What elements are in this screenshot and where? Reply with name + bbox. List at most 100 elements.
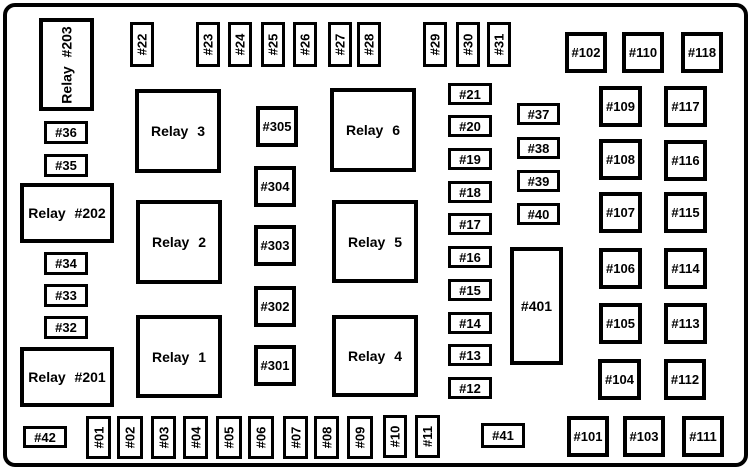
fuse-105-label: #105 (606, 316, 635, 331)
fuse-116-label: #116 (671, 153, 700, 168)
fuse-116: #116 (664, 140, 707, 181)
fuse-40-label: #40 (527, 206, 550, 222)
fuse-36-label: #36 (55, 125, 77, 140)
fuse-301: #301 (254, 345, 296, 386)
fuse-31: #31 (487, 22, 511, 67)
fuse-04-label: #04 (188, 426, 204, 449)
fuse-15: #15 (448, 279, 492, 301)
fuse-103: #103 (623, 416, 665, 457)
fuse-110: #110 (622, 32, 664, 73)
fuse-01: #01 (86, 416, 111, 459)
fuse-118: #118 (681, 32, 723, 73)
diagram-border (3, 3, 748, 467)
fuse-15-label: #15 (459, 282, 481, 298)
fuse-01-label: #01 (91, 426, 107, 449)
fuse-12: #12 (448, 377, 492, 399)
relay-2: Relay 2 (136, 200, 222, 284)
fuse-04: #04 (183, 416, 208, 459)
fuse-41: #41 (481, 423, 525, 448)
fuse-14: #14 (448, 312, 492, 334)
fuse-29-label: #29 (427, 33, 443, 56)
fuse-05-label: #05 (221, 426, 237, 449)
fuse-301-label: #301 (260, 358, 290, 373)
fuse-09-label: #09 (352, 426, 368, 449)
fuse-26-label: #26 (297, 33, 313, 56)
fuse-303-label: #303 (260, 238, 290, 253)
fuse-13: #13 (448, 344, 492, 366)
relay-3-label: Relay 3 (150, 123, 206, 139)
fuse-109-label: #109 (606, 99, 635, 114)
fuse-14-label: #14 (459, 315, 481, 331)
fuse-24: #24 (228, 22, 252, 67)
fuse-34-label: #34 (55, 256, 77, 271)
fuse-28-label: #28 (361, 33, 377, 56)
fuse-35: #35 (44, 154, 88, 177)
fuse-08: #08 (314, 416, 339, 459)
fuse-104-label: #104 (605, 372, 634, 387)
fuse-103-label: #103 (629, 429, 659, 444)
fuse-305-label: #305 (262, 119, 292, 134)
fuse-05: #05 (216, 416, 242, 459)
fuse-112: #112 (664, 359, 706, 400)
fuse-13-label: #13 (459, 347, 481, 363)
fuse-37: #37 (517, 103, 560, 125)
relay-4: Relay 4 (332, 315, 418, 397)
relay-6: Relay 6 (330, 88, 416, 172)
fuse-33: #33 (44, 284, 88, 307)
fuse-30-label: #30 (460, 33, 476, 56)
fuse-39-label: #39 (527, 173, 550, 189)
fuse-305: #305 (256, 106, 298, 147)
fuse-22: #22 (130, 22, 154, 67)
box-401: #401 (510, 247, 563, 365)
fuse-40: #40 (517, 203, 560, 225)
fuse-26: #26 (293, 22, 317, 67)
fuse-104: #104 (598, 359, 641, 400)
fuse-23: #23 (196, 22, 220, 67)
fuse-115: #115 (664, 192, 707, 233)
fuse-21: #21 (448, 83, 492, 105)
fuse-25: #25 (261, 22, 285, 67)
fuse-19: #19 (448, 148, 492, 170)
fuse-10-label: #10 (387, 425, 403, 448)
fuse-24-label: #24 (232, 33, 248, 56)
fuse-102-label: #102 (571, 45, 601, 60)
relay-202: Relay #202 (20, 183, 114, 243)
fuse-17-label: #17 (459, 216, 481, 232)
fuse-21-label: #21 (459, 86, 481, 102)
fuse-101: #101 (567, 416, 609, 457)
fuse-08-label: #08 (319, 426, 335, 449)
fuse-16: #16 (448, 246, 492, 268)
fuse-107-label: #107 (606, 205, 635, 220)
box-401-label: #401 (520, 298, 553, 314)
relay-6-label: Relay 6 (345, 122, 401, 138)
fuse-31-label: #31 (491, 33, 507, 56)
fuse-38-label: #38 (527, 140, 550, 156)
fuse-110-label: #110 (628, 45, 658, 60)
fuse-06: #06 (248, 416, 274, 459)
fuse-111: #111 (682, 416, 724, 457)
fuse-16-label: #16 (459, 249, 481, 265)
fuse-25-label: #25 (265, 33, 281, 56)
fuse-20: #20 (448, 115, 492, 137)
fuse-07-label: #07 (288, 426, 304, 449)
fuse-10: #10 (383, 415, 407, 458)
relay-2-label: Relay 2 (151, 234, 207, 250)
fuse-32: #32 (44, 316, 88, 339)
relay-4-label: Relay 4 (347, 348, 403, 364)
fuse-112-label: #112 (670, 372, 700, 387)
fuse-108-label: #108 (606, 152, 635, 167)
fuse-303: #303 (254, 225, 296, 266)
fuse-30: #30 (456, 22, 480, 67)
fuse-118-label: #118 (687, 45, 717, 60)
fuse-34: #34 (44, 252, 88, 275)
fuse-35-label: #35 (55, 158, 77, 173)
fuse-09: #09 (347, 416, 373, 459)
fuse-27: #27 (328, 22, 352, 67)
relay-1: Relay 1 (136, 315, 222, 398)
fuse-11-label: #11 (420, 426, 436, 447)
fuse-36: #36 (44, 121, 88, 144)
fuse-302-label: #302 (260, 299, 290, 314)
fuse-32-label: #32 (55, 320, 77, 335)
relay-203: Relay #203 (39, 18, 94, 111)
